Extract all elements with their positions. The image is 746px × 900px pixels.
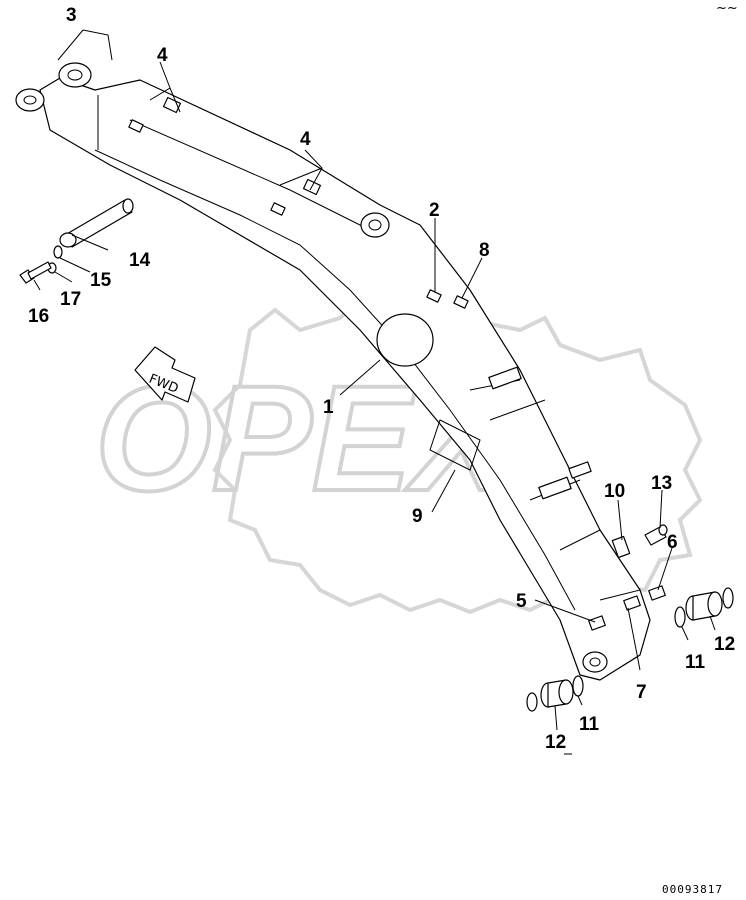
callout-5: 5 xyxy=(516,591,527,612)
callout-12-right: 12 xyxy=(714,634,735,655)
callout-11-left: 11 xyxy=(579,714,600,735)
callout-1: 1 xyxy=(323,397,334,418)
fwd-arrow: FWD xyxy=(134,346,196,403)
bolt-part-16 xyxy=(19,261,52,284)
tip-boss xyxy=(582,651,608,673)
mid-boss xyxy=(360,212,390,238)
o-ring-right xyxy=(722,587,734,609)
bushing-part-12-right xyxy=(685,591,723,621)
callout-4-middle: 4 xyxy=(300,129,311,150)
boss-plate xyxy=(376,313,434,367)
ring-part-11-right xyxy=(674,606,686,628)
callout-2: 2 xyxy=(429,200,440,221)
corner-mark: ~~ xyxy=(716,1,738,16)
callout-11-right: 11 xyxy=(685,652,706,673)
bushing-part-12-left xyxy=(540,679,574,708)
ring-part-11-left xyxy=(572,675,584,697)
callout-3: 3 xyxy=(66,5,77,26)
top-boss xyxy=(58,62,92,88)
callout-10: 10 xyxy=(604,481,625,502)
callout-17: 17 xyxy=(60,289,81,310)
ring-part-15 xyxy=(53,245,63,259)
callout-12-left: 12 xyxy=(545,732,566,753)
callout-7: 7 xyxy=(636,682,647,703)
callout-9: 9 xyxy=(412,506,423,527)
o-ring-left xyxy=(526,692,538,712)
document-code: 00093817 xyxy=(662,883,723,896)
callout-14: 14 xyxy=(129,250,151,271)
callout-16: 16 xyxy=(28,306,49,327)
leader-lines xyxy=(33,29,716,731)
rear-boss xyxy=(15,88,45,112)
callout-15: 15 xyxy=(90,270,112,291)
callout-8: 8 xyxy=(479,240,490,261)
fitting-part-13 xyxy=(644,524,668,546)
callout-4-top: 4 xyxy=(157,45,168,66)
callout-13: 13 xyxy=(651,473,672,494)
pin-part-14 xyxy=(59,198,134,248)
callout-6: 6 xyxy=(667,532,678,553)
